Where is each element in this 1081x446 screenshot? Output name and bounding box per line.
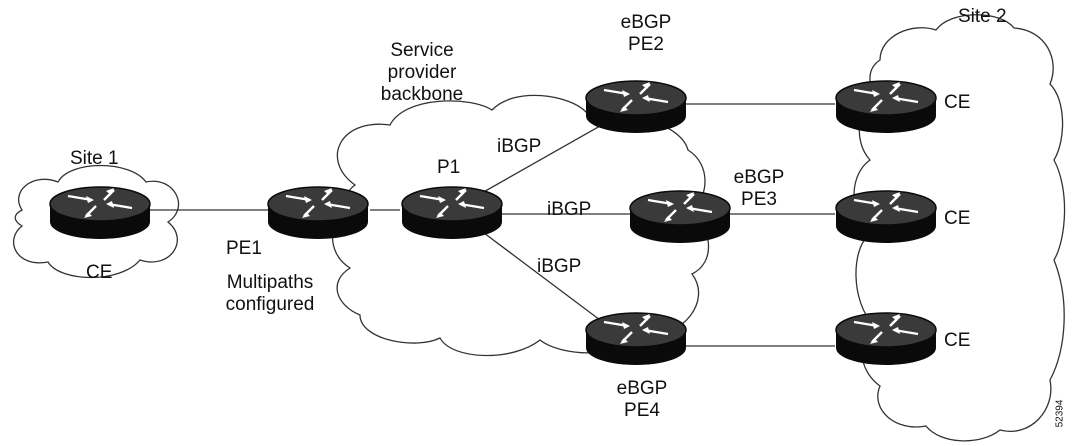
figure-id: 52394 — [1054, 399, 1066, 428]
site1-label: Site 1 — [70, 148, 119, 169]
backbone-label-line: Service — [390, 40, 454, 61]
backbone-cloud — [331, 94, 710, 357]
pe1-label: PE1 — [226, 238, 262, 259]
link-p1-pe4 — [479, 229, 601, 321]
router-p1 — [400, 185, 504, 241]
site2-label: Site 2 — [958, 6, 1007, 27]
backbone-label: Service provider backbone — [356, 40, 488, 106]
router-ce-site2-mid — [834, 189, 938, 245]
pe3-label-line: PE3 — [741, 189, 777, 210]
pe4-label: eBGP PE4 — [612, 378, 672, 422]
backbone-label-line: provider — [387, 62, 457, 83]
pe1-note: Multipaths configured — [210, 272, 330, 316]
router-ce-site2-top — [834, 79, 938, 135]
router-ce-site1 — [48, 185, 152, 241]
router-pe2 — [584, 79, 688, 135]
pe2-label: eBGP PE2 — [616, 12, 676, 56]
pe4-label-line: eBGP — [616, 378, 668, 399]
p1-label: P1 — [437, 157, 461, 178]
pe2-label-line: PE2 — [628, 34, 664, 55]
backbone-label-line: backbone — [380, 84, 464, 105]
link-p1-pe2 — [479, 125, 601, 195]
link-label-p1-pe4: iBGP — [537, 256, 582, 277]
link-label-p1-pe3: iBGP — [547, 199, 592, 220]
link-label-p1-pe2: iBGP — [497, 136, 542, 157]
pe4-label-line: PE4 — [624, 400, 660, 421]
router-pe4 — [584, 311, 688, 367]
ce-site2-top-label: CE — [944, 92, 971, 113]
ce-site2-bot-label: CE — [944, 330, 971, 351]
pe2-label-line: eBGP — [620, 12, 672, 33]
links — [150, 103, 835, 347]
ce-site2-mid-label: CE — [944, 208, 971, 229]
pe3-label-line: eBGP — [733, 167, 785, 188]
router-ce-site2-bot — [834, 311, 938, 367]
router-pe1 — [266, 185, 370, 241]
router-pe3 — [628, 189, 732, 245]
pe1-note-line: configured — [225, 294, 315, 315]
pe3-label: eBGP PE3 — [726, 167, 792, 211]
ce-site1-label: CE — [86, 262, 113, 283]
pe1-note-line: Multipaths — [226, 272, 314, 293]
